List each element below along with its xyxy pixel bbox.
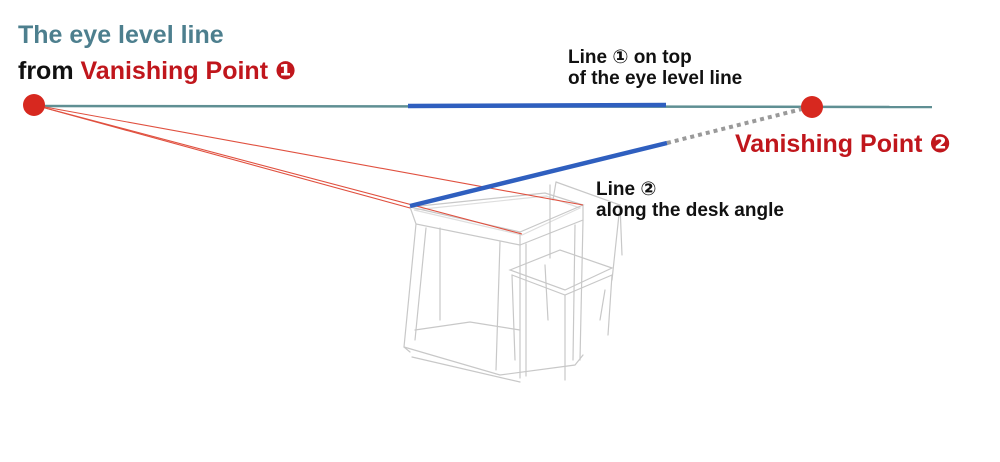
line-1-highlight bbox=[407, 102, 667, 109]
line-1-caption-line-1: Line ① on top bbox=[568, 47, 692, 68]
line-2-caption-line-1: Line ② bbox=[596, 179, 657, 200]
vp1-guide-lines bbox=[33, 104, 584, 235]
vanishing-point-1-label: Vanishing Point ❶ bbox=[80, 57, 297, 85]
vanishing-point-2-label: Vanishing Point ❷ bbox=[735, 130, 951, 158]
from-word: from bbox=[18, 57, 74, 85]
line-1-caption: Line ① on top of the eye level line bbox=[568, 47, 743, 90]
line-2-caption-line-2: along the desk angle bbox=[596, 199, 784, 221]
vanishing-point-1-marker bbox=[23, 94, 45, 116]
diagram-title: The eye level line bbox=[18, 21, 224, 49]
line-1-caption-line-2: of the eye level line bbox=[568, 67, 743, 89]
line-2-dotted-extension bbox=[666, 105, 811, 145]
desk-chair-sketch bbox=[403, 181, 623, 383]
vp1-caption: from Vanishing Point ❶ bbox=[18, 57, 297, 86]
line-2-desk-angle bbox=[409, 140, 668, 209]
vanishing-point-2-marker bbox=[801, 96, 823, 118]
line-2-caption: Line ② along the desk angle bbox=[596, 179, 784, 222]
